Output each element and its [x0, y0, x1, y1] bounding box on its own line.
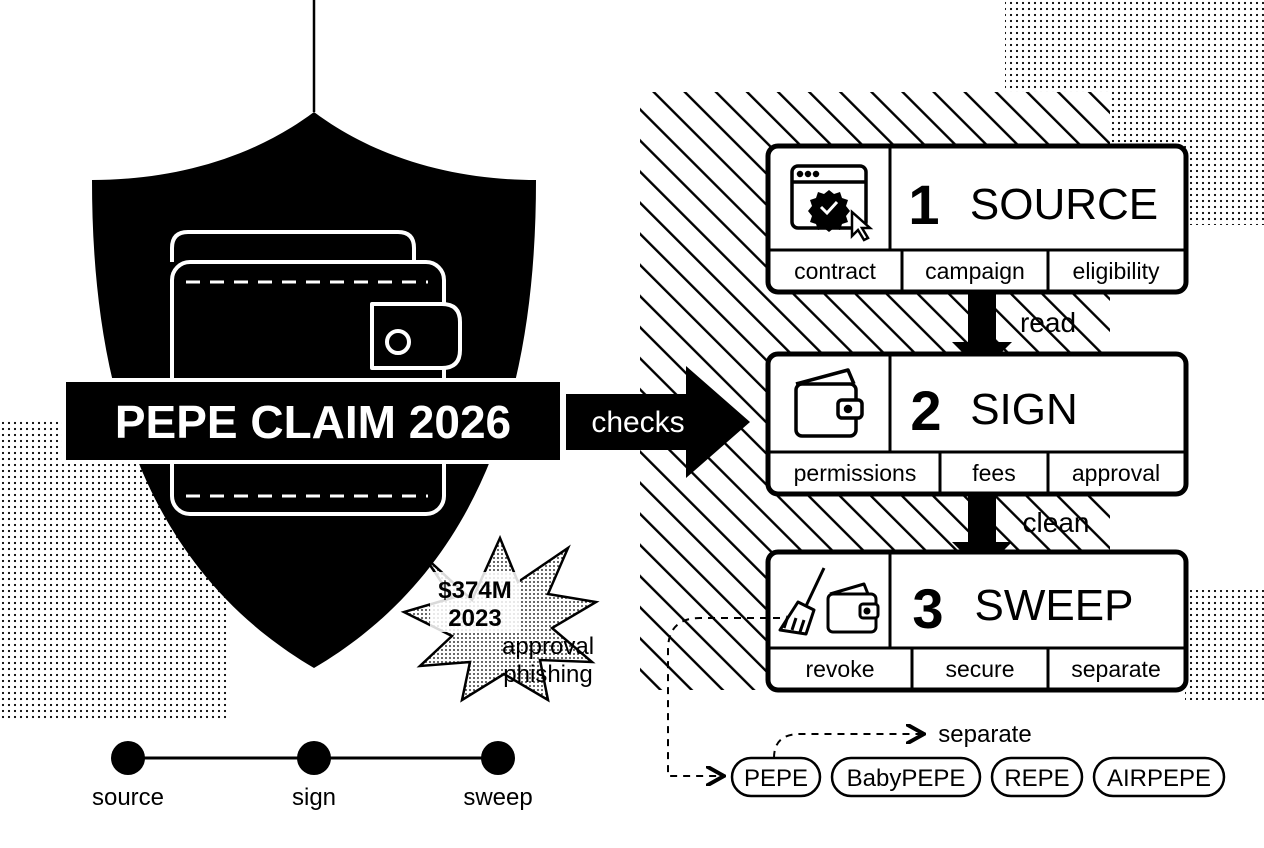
step-3-item-secure: secure	[945, 656, 1014, 682]
step-2-item-permissions: permissions	[794, 460, 917, 486]
checks-arrow: checks	[566, 366, 750, 478]
token-babypepe: BabyPEPE	[847, 765, 966, 792]
step-1-number: 1	[908, 173, 939, 236]
stat-caption-line1: approval	[502, 633, 594, 660]
step-1-title: SOURCE	[970, 180, 1158, 229]
page-title: PEPE CLAIM 2026	[115, 396, 511, 448]
token-pepe: PEPE	[744, 765, 808, 792]
timeline: source sign sweep	[92, 741, 533, 811]
separate-arrow: separate	[773, 721, 1032, 759]
step-1-item-eligibility: eligibility	[1073, 258, 1160, 284]
title-banner: PEPE CLAIM 2026	[62, 378, 564, 464]
timeline-dot-sweep	[481, 741, 515, 775]
step-card-sweep: 3 SWEEP revoke secure separate	[765, 549, 1189, 693]
step-2-title: SIGN	[970, 385, 1078, 434]
stat-caption-line2: phishing	[503, 661, 592, 688]
step-2-item-approval: approval	[1072, 460, 1160, 486]
step-3-title: SWEEP	[975, 581, 1134, 630]
step-2-number: 2	[910, 379, 941, 442]
step-1-item-contract: contract	[794, 258, 876, 284]
wallet-icon	[170, 230, 462, 516]
timeline-dot-sign	[297, 741, 331, 775]
dot-texture-bottom-right	[1185, 590, 1264, 700]
stat-amount: $374M	[438, 577, 511, 604]
timeline-label-sign: sign	[292, 784, 336, 811]
timeline-label-sweep: sweep	[463, 784, 532, 811]
token-repe: REPE	[1004, 765, 1069, 792]
step-1-item-campaign: campaign	[925, 258, 1025, 284]
step-3-item-revoke: revoke	[805, 656, 874, 682]
separate-label: separate	[938, 721, 1031, 748]
step-card-source: 1 SOURCE contract campaign eligibility	[765, 143, 1189, 295]
token-airpepe: AIRPEPE	[1107, 765, 1211, 792]
timeline-label-source: source	[92, 784, 164, 811]
token-pills: PEPE BabyPEPE REPE AIRPEPE	[730, 756, 1226, 798]
step-3-item-separate: separate	[1071, 656, 1161, 682]
checks-label: checks	[591, 406, 684, 439]
stat-year: 2023	[448, 605, 501, 632]
wallet-icon	[794, 368, 864, 438]
step-3-number: 3	[912, 577, 943, 640]
timeline-dot-source	[111, 741, 145, 775]
broom-wallet-icon	[778, 567, 880, 636]
step-card-sign: 2 SIGN permissions fees approval	[765, 351, 1189, 497]
connector-read-label: read	[1020, 307, 1076, 338]
sweep-to-tokens-dashed-arrow	[667, 617, 780, 776]
step-2-item-fees: fees	[972, 460, 1015, 486]
verified-webpage-cursor-icon	[790, 164, 874, 242]
stat-burst: $374M 2023 approval phishing	[400, 534, 600, 703]
connector-clean-label: clean	[1023, 507, 1090, 538]
